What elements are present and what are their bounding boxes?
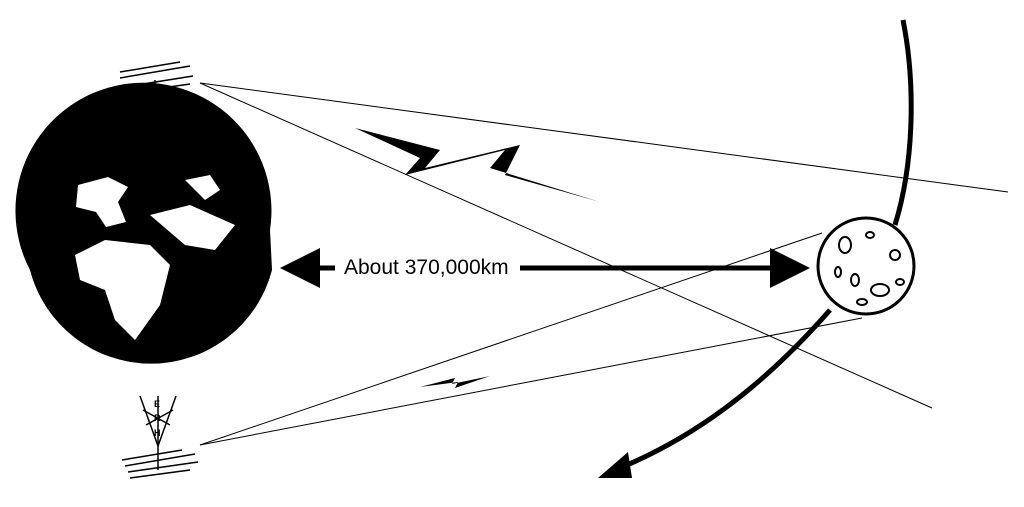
signal-line-top-2 bbox=[199, 82, 933, 409]
signal-lines bbox=[199, 82, 1009, 446]
moon-icon bbox=[816, 216, 916, 316]
signal-line-top-1 bbox=[199, 82, 1009, 193]
moon-orbit-lower bbox=[614, 308, 832, 473]
tower-bottom-letter-r: R bbox=[154, 413, 161, 423]
tower-bottom-icon bbox=[121, 395, 199, 479]
signal-line-bottom-2 bbox=[199, 317, 863, 446]
tower-bottom-letter-h: H bbox=[154, 428, 161, 438]
moon-orbit-upper bbox=[892, 19, 914, 226]
tower-bottom-letter-e: E bbox=[154, 399, 160, 409]
tower-top-letter-e: E bbox=[151, 139, 157, 149]
lightning-large-icon bbox=[355, 128, 600, 202]
tower-top-letter-r: R bbox=[151, 123, 158, 133]
tower-top-letter-h: H bbox=[151, 107, 158, 117]
tower-top-icon bbox=[117, 61, 194, 149]
earth-icon bbox=[15, 82, 272, 364]
orbit-arrowhead-icon bbox=[598, 452, 632, 478]
distance-label: About 370,000km bbox=[338, 254, 515, 282]
lightning-small-icon bbox=[420, 376, 490, 388]
